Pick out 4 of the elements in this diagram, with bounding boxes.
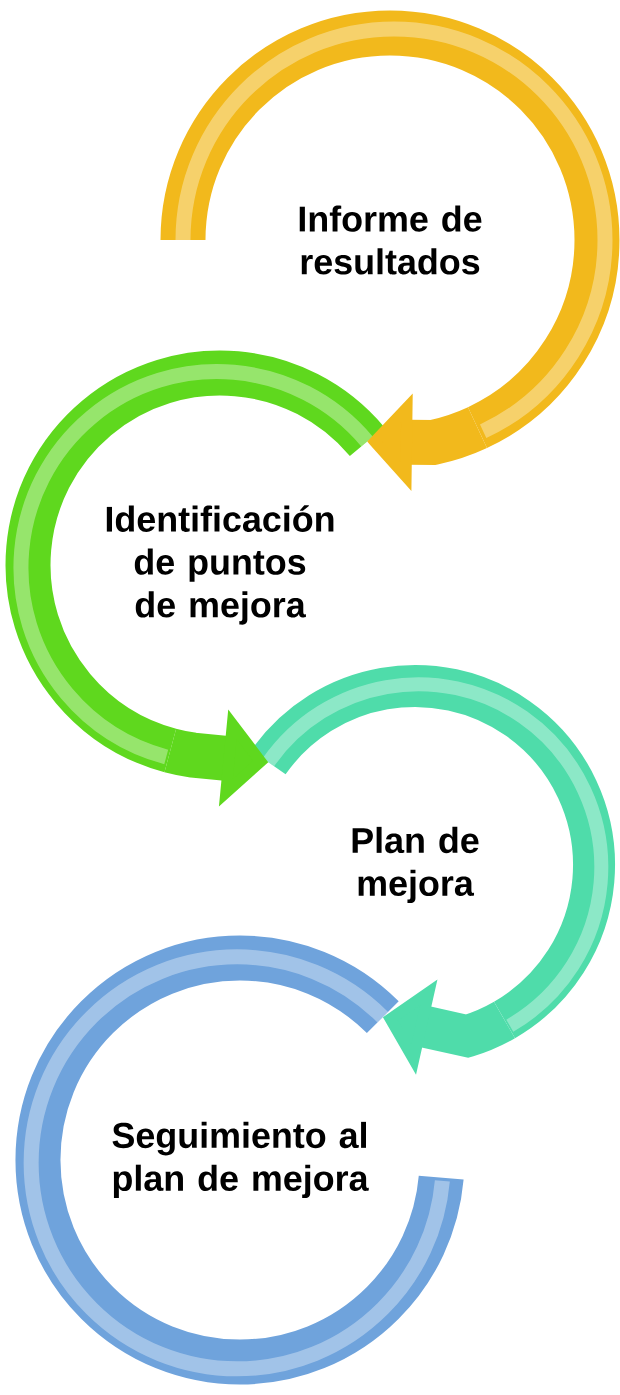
- circular-band: Plan de mejora: [252, 665, 615, 1038]
- circular-band: Seguimiento al plan de mejora: [15, 935, 464, 1385]
- circular-band: Identificación de puntos de mejora: [5, 350, 384, 773]
- circular-band: Informe de resultados: [160, 10, 620, 448]
